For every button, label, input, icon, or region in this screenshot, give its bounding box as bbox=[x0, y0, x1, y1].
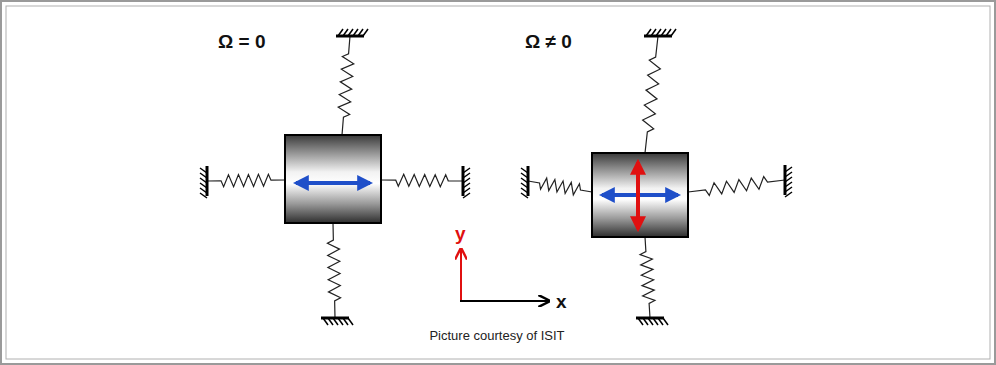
spring bbox=[327, 223, 340, 318]
spring bbox=[381, 174, 463, 186]
ground-symbol bbox=[785, 165, 792, 197]
ground-symbol bbox=[336, 29, 368, 36]
rotation-label: Ω ≠ 0 bbox=[525, 32, 572, 51]
grounds bbox=[200, 29, 792, 325]
ground-symbol bbox=[521, 166, 528, 198]
y-axis bbox=[460, 250, 462, 301]
proof-mass bbox=[592, 153, 688, 237]
ground-symbol bbox=[463, 166, 470, 198]
ground-symbol bbox=[321, 318, 353, 325]
spring bbox=[528, 178, 592, 195]
spring bbox=[338, 36, 354, 135]
spring bbox=[207, 174, 285, 187]
axis-label: y bbox=[455, 224, 466, 243]
ground-symbol bbox=[200, 166, 207, 198]
ground-symbol bbox=[636, 318, 668, 325]
proof-mass bbox=[285, 135, 381, 223]
sense-arrow bbox=[636, 162, 640, 229]
ground-symbol bbox=[644, 29, 676, 36]
spring bbox=[640, 237, 655, 318]
x-axis bbox=[460, 300, 548, 302]
spring bbox=[643, 36, 661, 153]
drive-arrow bbox=[296, 181, 370, 185]
spring bbox=[688, 177, 785, 196]
caption: Picture courtesy of ISIT bbox=[429, 329, 564, 342]
inner-frame bbox=[6, 6, 990, 359]
rotation-label: Ω = 0 bbox=[218, 32, 265, 51]
springs bbox=[207, 36, 785, 318]
axis-label: x bbox=[556, 292, 567, 311]
